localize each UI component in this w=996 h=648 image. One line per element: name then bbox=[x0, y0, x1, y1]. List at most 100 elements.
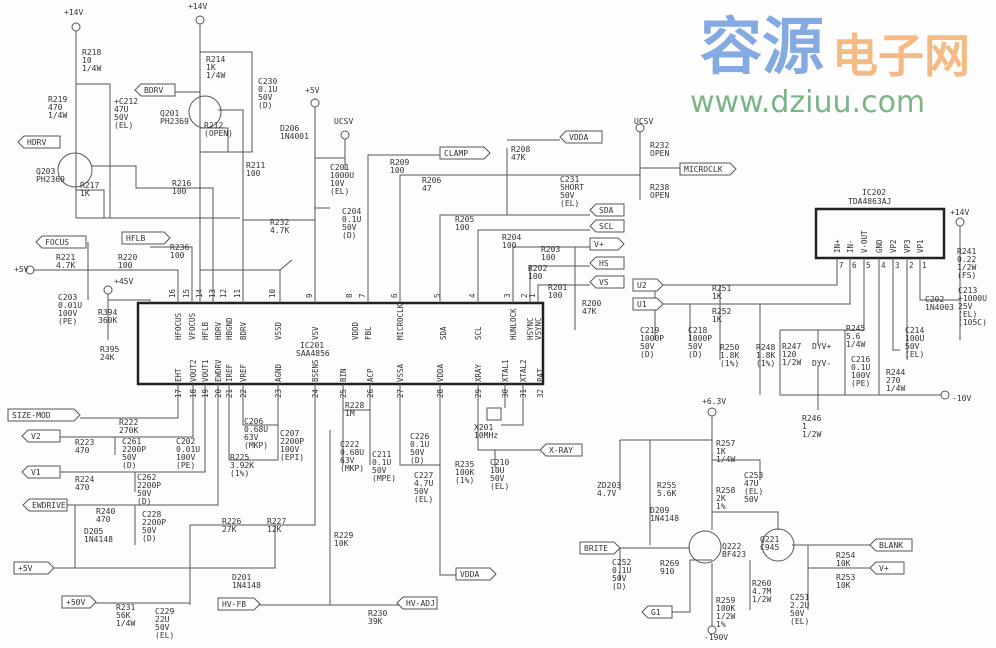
component-label-r251: R251 bbox=[712, 284, 731, 293]
component-label-r200: R200 bbox=[582, 299, 601, 308]
wire-group bbox=[30, 20, 961, 630]
component-label-r241: 1/2W bbox=[957, 263, 976, 272]
power-rail-label-ucsv1: UCSV bbox=[334, 117, 353, 126]
component-label-c213: +1000U bbox=[958, 294, 987, 303]
component-label-r260: 4.7M bbox=[752, 587, 771, 596]
component-label-c219: (D) bbox=[640, 350, 654, 359]
net-flag-label-v1: V1 bbox=[31, 468, 41, 477]
component-label-c219: 50V bbox=[640, 342, 655, 351]
component-label-r247: 1/2W bbox=[782, 358, 801, 367]
net-flag-p5v bbox=[13, 561, 55, 575]
component-label-c253: 47U bbox=[744, 479, 759, 488]
component-label-c226: (D) bbox=[410, 456, 424, 465]
component-label-c203: 0.01U bbox=[58, 301, 82, 310]
net-flag-hvfb bbox=[217, 597, 261, 611]
net-flag-v2 bbox=[21, 429, 61, 443]
component-label-r221: 4.7K bbox=[56, 261, 75, 270]
ic202-pin-number: 7 bbox=[839, 261, 844, 270]
net-flag-hflb bbox=[121, 231, 171, 245]
component-label-c262: C262 bbox=[137, 473, 156, 482]
component-label-c222: (MKP) bbox=[340, 464, 364, 473]
q203-transistor bbox=[57, 152, 93, 188]
ic202-pin-name: VP1 bbox=[916, 239, 925, 253]
component-label-r258: 1% bbox=[716, 502, 726, 511]
net-flag-clamp bbox=[439, 146, 491, 160]
component-label-r241: 0.22 bbox=[957, 255, 976, 264]
component-label-c251: (EL) bbox=[790, 617, 809, 626]
component-label-q203: Q203 bbox=[36, 167, 55, 176]
power-terminal-r14b bbox=[195, 15, 205, 25]
component-label-r214: 1/4W bbox=[206, 71, 225, 80]
net-flag-label-bdrv: BDRV bbox=[144, 86, 163, 95]
component-label-r231: R231 bbox=[116, 603, 135, 612]
component-label-x201: 10MHz bbox=[474, 431, 498, 440]
component-label-r247: 120 bbox=[782, 350, 797, 359]
component-label-zd203: ZD203 bbox=[597, 481, 621, 490]
component-label-r252: 1K bbox=[712, 315, 722, 324]
net-flag-vdda1 bbox=[559, 130, 603, 144]
component-label-c216: C216 bbox=[851, 355, 870, 364]
component-label-r203: R203 bbox=[541, 245, 560, 254]
component-label-c212: 50V bbox=[114, 113, 129, 122]
power-terminal-m10 bbox=[940, 390, 950, 400]
component-label-c222: C222 bbox=[340, 440, 359, 449]
component-label-c218: 1000P bbox=[688, 334, 712, 343]
component-label-c214: (EL) bbox=[905, 350, 924, 359]
component-label-r245: 5.6 bbox=[846, 332, 861, 341]
ic201-pin-name: SDA bbox=[439, 326, 448, 340]
component-label-r245: R245 bbox=[846, 324, 865, 333]
net-flag-label-v2: V2 bbox=[31, 432, 41, 441]
component-label-r218: 10 bbox=[82, 56, 92, 65]
ic201-pin-number: 23 bbox=[274, 389, 283, 398]
component-label-r223: 470 bbox=[75, 446, 90, 455]
component-label-r230: R230 bbox=[368, 609, 387, 618]
component-label-r257: R257 bbox=[716, 439, 735, 448]
ic201-pin-number: 14 bbox=[195, 288, 204, 298]
component-label-c214: 50V bbox=[905, 342, 920, 351]
net-flag-label-sizemod: SIZE-MOD bbox=[12, 411, 51, 420]
net-flag-label-hs: HS bbox=[599, 259, 609, 268]
component-label-q221: C945 bbox=[760, 543, 779, 552]
net-flag-ewdrive bbox=[22, 498, 68, 512]
net-flag-u1 bbox=[632, 297, 664, 311]
component-label-r208: R208 bbox=[511, 145, 530, 154]
component-label-r235: 100K bbox=[455, 468, 474, 477]
component-label-c230: 50V bbox=[258, 93, 273, 102]
component-label-c227: C227 bbox=[414, 471, 433, 480]
power-terminal-r14c bbox=[955, 217, 965, 227]
component-label-c207: 2200P bbox=[280, 437, 304, 446]
component-label-r246: 1 bbox=[802, 422, 807, 431]
component-label-r205: 100 bbox=[455, 223, 470, 232]
component-label-r216: R216 bbox=[172, 179, 191, 188]
component-label-r211: R211 bbox=[246, 161, 265, 170]
component-label-c201: 1000U bbox=[330, 171, 354, 180]
component-label-c229: 50V bbox=[155, 623, 170, 632]
net-flag-label-microclk: MICROCLK bbox=[684, 165, 723, 174]
ic202-pin-number: 2 bbox=[909, 261, 914, 270]
component-label-r238: OPEN bbox=[650, 191, 669, 200]
power-rail-label-ucsv2: UCSV bbox=[634, 117, 653, 126]
ic202-pin-name: GND bbox=[875, 239, 884, 253]
component-label-r236: 100 bbox=[170, 251, 185, 260]
ic201-pin-name: IREF bbox=[225, 363, 234, 382]
ic202-pin-name: VP2 bbox=[889, 239, 898, 253]
component-label-r232a: R232 bbox=[270, 218, 289, 227]
net-flag-label-u2: U2 bbox=[637, 281, 647, 290]
ic201-pin-name: AGND bbox=[274, 363, 283, 382]
net-flag-v1 bbox=[21, 465, 61, 479]
net-flag-hdrv bbox=[17, 135, 61, 149]
power-rail-label-r14b: +14V bbox=[188, 2, 207, 11]
ic201-pin-name: VFOCUS bbox=[188, 312, 197, 340]
component-label-c212: 47U bbox=[114, 105, 129, 114]
component-label-c230: 0.1U bbox=[258, 85, 277, 94]
component-label-r200: 47K bbox=[582, 307, 597, 316]
ic201-pin-name: BSENS bbox=[311, 359, 320, 382]
watermark-cn-orange: 电子网 bbox=[832, 29, 970, 83]
net-flag-sizemod bbox=[7, 408, 81, 422]
component-label-c216: (PE) bbox=[851, 379, 870, 388]
component-label-c213: C213 bbox=[958, 286, 977, 295]
power-terminal-ucsv2 bbox=[635, 123, 645, 133]
net-flag-xray bbox=[539, 443, 583, 457]
ic201-pin-number: 18 bbox=[189, 388, 198, 398]
component-label-c201: C201 bbox=[330, 163, 349, 172]
